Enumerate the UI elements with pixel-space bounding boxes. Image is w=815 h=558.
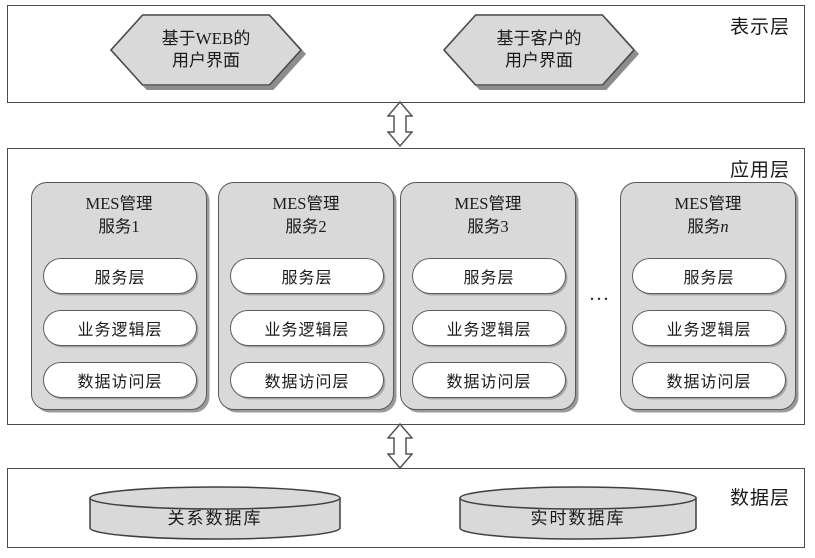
sublayer-data-access[interactable]: 数据访问层 xyxy=(230,362,384,398)
sublayer-business-logic[interactable]: 业务逻辑层 xyxy=(230,310,384,346)
node-label-line2: 用户界面 xyxy=(172,51,240,70)
service-title-line1: MES管理 xyxy=(674,194,742,213)
node-label-line2: 用户界面 xyxy=(505,51,573,70)
node-label: 关系数据库 xyxy=(167,508,263,528)
sublayer-business-logic[interactable]: 业务逻辑层 xyxy=(632,310,786,346)
node-label-line1: 基于WEB的 xyxy=(161,28,251,48)
double-arrow-vertical-icon xyxy=(387,423,413,469)
service-title-line2: 服务1 xyxy=(98,217,140,237)
application-layer-label: 应用层 xyxy=(729,160,790,181)
service-title-line1: MES管理 xyxy=(85,194,153,213)
service-card-n[interactable]: MES管理 服务n 服务层 业务逻辑层 数据访问层 xyxy=(620,182,796,410)
database-cylinder-icon xyxy=(89,486,341,540)
service-title-line2: 服务n xyxy=(687,217,729,237)
sublayer-business-logic[interactable]: 业务逻辑层 xyxy=(43,310,197,346)
service-card-2[interactable]: MES管理 服务2 服务层 业务逻辑层 数据访问层 xyxy=(218,182,394,410)
data-layer-label: 数据层 xyxy=(729,488,790,509)
node-label: 实时数据库 xyxy=(530,508,626,528)
node-web-user-interface[interactable]: 基于WEB的 用户界面 xyxy=(110,14,306,90)
node-label: 基于客户的 用户界面 xyxy=(443,14,635,86)
node-realtime-database[interactable]: 实时数据库 xyxy=(458,485,698,541)
sublayer-data-access[interactable]: 数据访问层 xyxy=(632,362,786,398)
node-relational-database[interactable]: 关系数据库 xyxy=(88,485,342,541)
sublayer-service[interactable]: 服务层 xyxy=(43,258,197,294)
service-card-title: MES管理 服务n xyxy=(621,192,795,239)
services-ellipsis: ... xyxy=(589,283,611,305)
service-title-line2: 服务3 xyxy=(467,217,509,237)
node-label: 基于WEB的 用户界面 xyxy=(110,14,302,86)
service-title-line1: MES管理 xyxy=(272,194,340,213)
presentation-layer-label: 表示层 xyxy=(729,17,790,38)
node-client-user-interface[interactable]: 基于客户的 用户界面 xyxy=(443,14,639,90)
node-label-line1: 基于客户的 xyxy=(496,28,582,48)
sublayer-data-access[interactable]: 数据访问层 xyxy=(43,362,197,398)
service-card-title: MES管理 服务2 xyxy=(219,192,393,239)
sublayer-service[interactable]: 服务层 xyxy=(230,258,384,294)
database-cylinder-icon xyxy=(459,486,697,540)
service-card-3[interactable]: MES管理 服务3 服务层 业务逻辑层 数据访问层 xyxy=(400,182,576,410)
service-card-title: MES管理 服务3 xyxy=(401,192,575,239)
sublayer-data-access[interactable]: 数据访问层 xyxy=(412,362,566,398)
service-card-title: MES管理 服务1 xyxy=(32,192,206,239)
sublayer-business-logic[interactable]: 业务逻辑层 xyxy=(412,310,566,346)
service-title-line1: MES管理 xyxy=(454,194,522,213)
sublayer-service[interactable]: 服务层 xyxy=(632,258,786,294)
sublayer-service[interactable]: 服务层 xyxy=(412,258,566,294)
service-title-line2: 服务2 xyxy=(285,217,327,237)
service-card-1[interactable]: MES管理 服务1 服务层 业务逻辑层 数据访问层 xyxy=(31,182,207,410)
double-arrow-vertical-icon xyxy=(387,101,413,147)
